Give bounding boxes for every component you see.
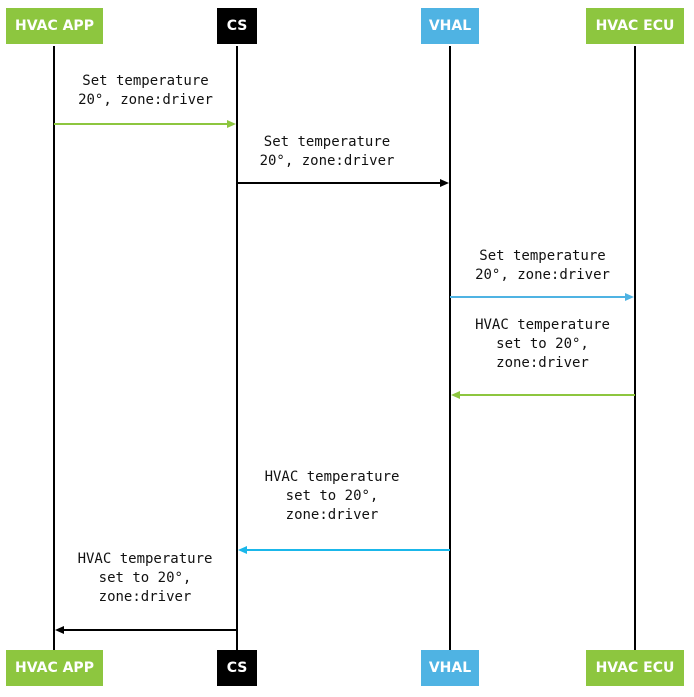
message-label-5: HVAC temperature set to 20°, zone:driver bbox=[264, 469, 400, 523]
message-arrow-head-3 bbox=[625, 293, 634, 301]
message-label-6: HVAC temperature set to 20°, zone:driver bbox=[77, 551, 213, 605]
message-label-3: Set temperature 20°, zone:driver bbox=[475, 248, 610, 283]
participant-vhal-top: VHAL bbox=[421, 8, 479, 44]
participant-hvac-app-bottom: HVAC APP bbox=[6, 650, 103, 686]
message-label-4: HVAC temperature set to 20°, zone:driver bbox=[475, 317, 610, 371]
participant-hvac-ecu-bottom: HVAC ECU bbox=[586, 650, 684, 686]
message-arrow-head-2 bbox=[440, 179, 449, 187]
message-arrow-head-5 bbox=[238, 546, 247, 554]
participant-cs-bottom: CS bbox=[217, 650, 257, 686]
participant-cs-top: CS bbox=[217, 8, 257, 44]
message-label-1: Set temperature 20°, zone:driver bbox=[78, 73, 213, 108]
message-arrow-head-1 bbox=[227, 120, 236, 128]
message-arrow-head-6 bbox=[55, 626, 64, 634]
participant-vhal-bottom: VHAL bbox=[421, 650, 479, 686]
participant-hvac-ecu-top: HVAC ECU bbox=[586, 8, 684, 44]
message-arrow-head-4 bbox=[451, 391, 460, 399]
participant-hvac-app-top: HVAC APP bbox=[6, 8, 103, 44]
message-label-2: Set temperature 20°, zone:driver bbox=[259, 134, 395, 169]
